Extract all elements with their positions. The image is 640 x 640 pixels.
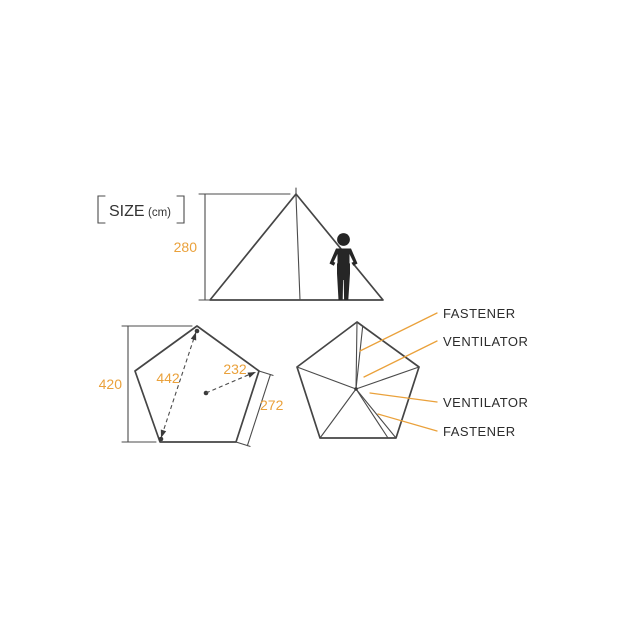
seam-right bbox=[355, 366, 420, 390]
leader-ventilator-top bbox=[363, 340, 438, 378]
leader-fastener-top bbox=[359, 312, 438, 352]
diagonal-dash-line bbox=[160, 331, 197, 439]
radius-dimension-value: 232 bbox=[223, 361, 247, 377]
edge-dimension-value: 272 bbox=[260, 397, 284, 413]
seam-bottom-right bbox=[355, 388, 397, 439]
radius-dash-line bbox=[205, 371, 255, 394]
fastener-seam-bottom bbox=[355, 388, 389, 439]
fastener-seam-top bbox=[355, 325, 364, 390]
size-unit-label: (cm) bbox=[148, 207, 171, 219]
fastener-label-top: FASTENER bbox=[443, 306, 516, 321]
callouts: FASTENER VENTILATOR VENTILATOR FASTENER bbox=[359, 306, 528, 439]
diagonal-arrow-top bbox=[190, 332, 197, 341]
diagonal-dimension-value: 442 bbox=[156, 370, 180, 386]
size-header: SIZE (cm) bbox=[97, 195, 185, 224]
width-dimension-value: 420 bbox=[99, 376, 123, 392]
peak-dot bbox=[354, 387, 358, 391]
height-dimension: 280 bbox=[174, 193, 291, 301]
door-seam-line bbox=[295, 195, 301, 301]
floor-outline bbox=[134, 325, 260, 443]
arm-gap-left bbox=[333, 254, 338, 264]
seam-bottom-left bbox=[319, 388, 357, 439]
arm-gap-right bbox=[349, 254, 354, 264]
ventilator-label-top: VENTILATOR bbox=[443, 334, 528, 349]
person-body bbox=[329, 248, 358, 300]
fastener-label-bottom: FASTENER bbox=[443, 424, 516, 439]
person-silhouette bbox=[329, 233, 358, 300]
right-bracket bbox=[176, 195, 185, 224]
diagonal-arrow-bottom bbox=[160, 429, 167, 438]
seam-left bbox=[296, 366, 357, 390]
radius-arrow bbox=[247, 372, 256, 378]
leader-fastener-bottom bbox=[377, 413, 438, 432]
size-label: SIZE bbox=[109, 203, 145, 220]
person-head bbox=[337, 233, 350, 246]
tent-floor-plan: 442 232 420 272 bbox=[99, 325, 284, 447]
top-view-outline bbox=[296, 321, 420, 439]
tent-side-outline bbox=[209, 193, 384, 301]
leader-ventilator-bottom bbox=[369, 392, 438, 403]
left-bracket bbox=[97, 195, 106, 224]
seam-top bbox=[355, 321, 358, 390]
corner-dot bbox=[158, 436, 164, 442]
dim-line-edge bbox=[246, 374, 271, 447]
tent-side-view bbox=[209, 187, 384, 301]
ventilator-label-bottom: VENTILATOR bbox=[443, 395, 528, 410]
height-dimension-value: 280 bbox=[174, 239, 198, 255]
tent-top-view bbox=[296, 321, 420, 439]
